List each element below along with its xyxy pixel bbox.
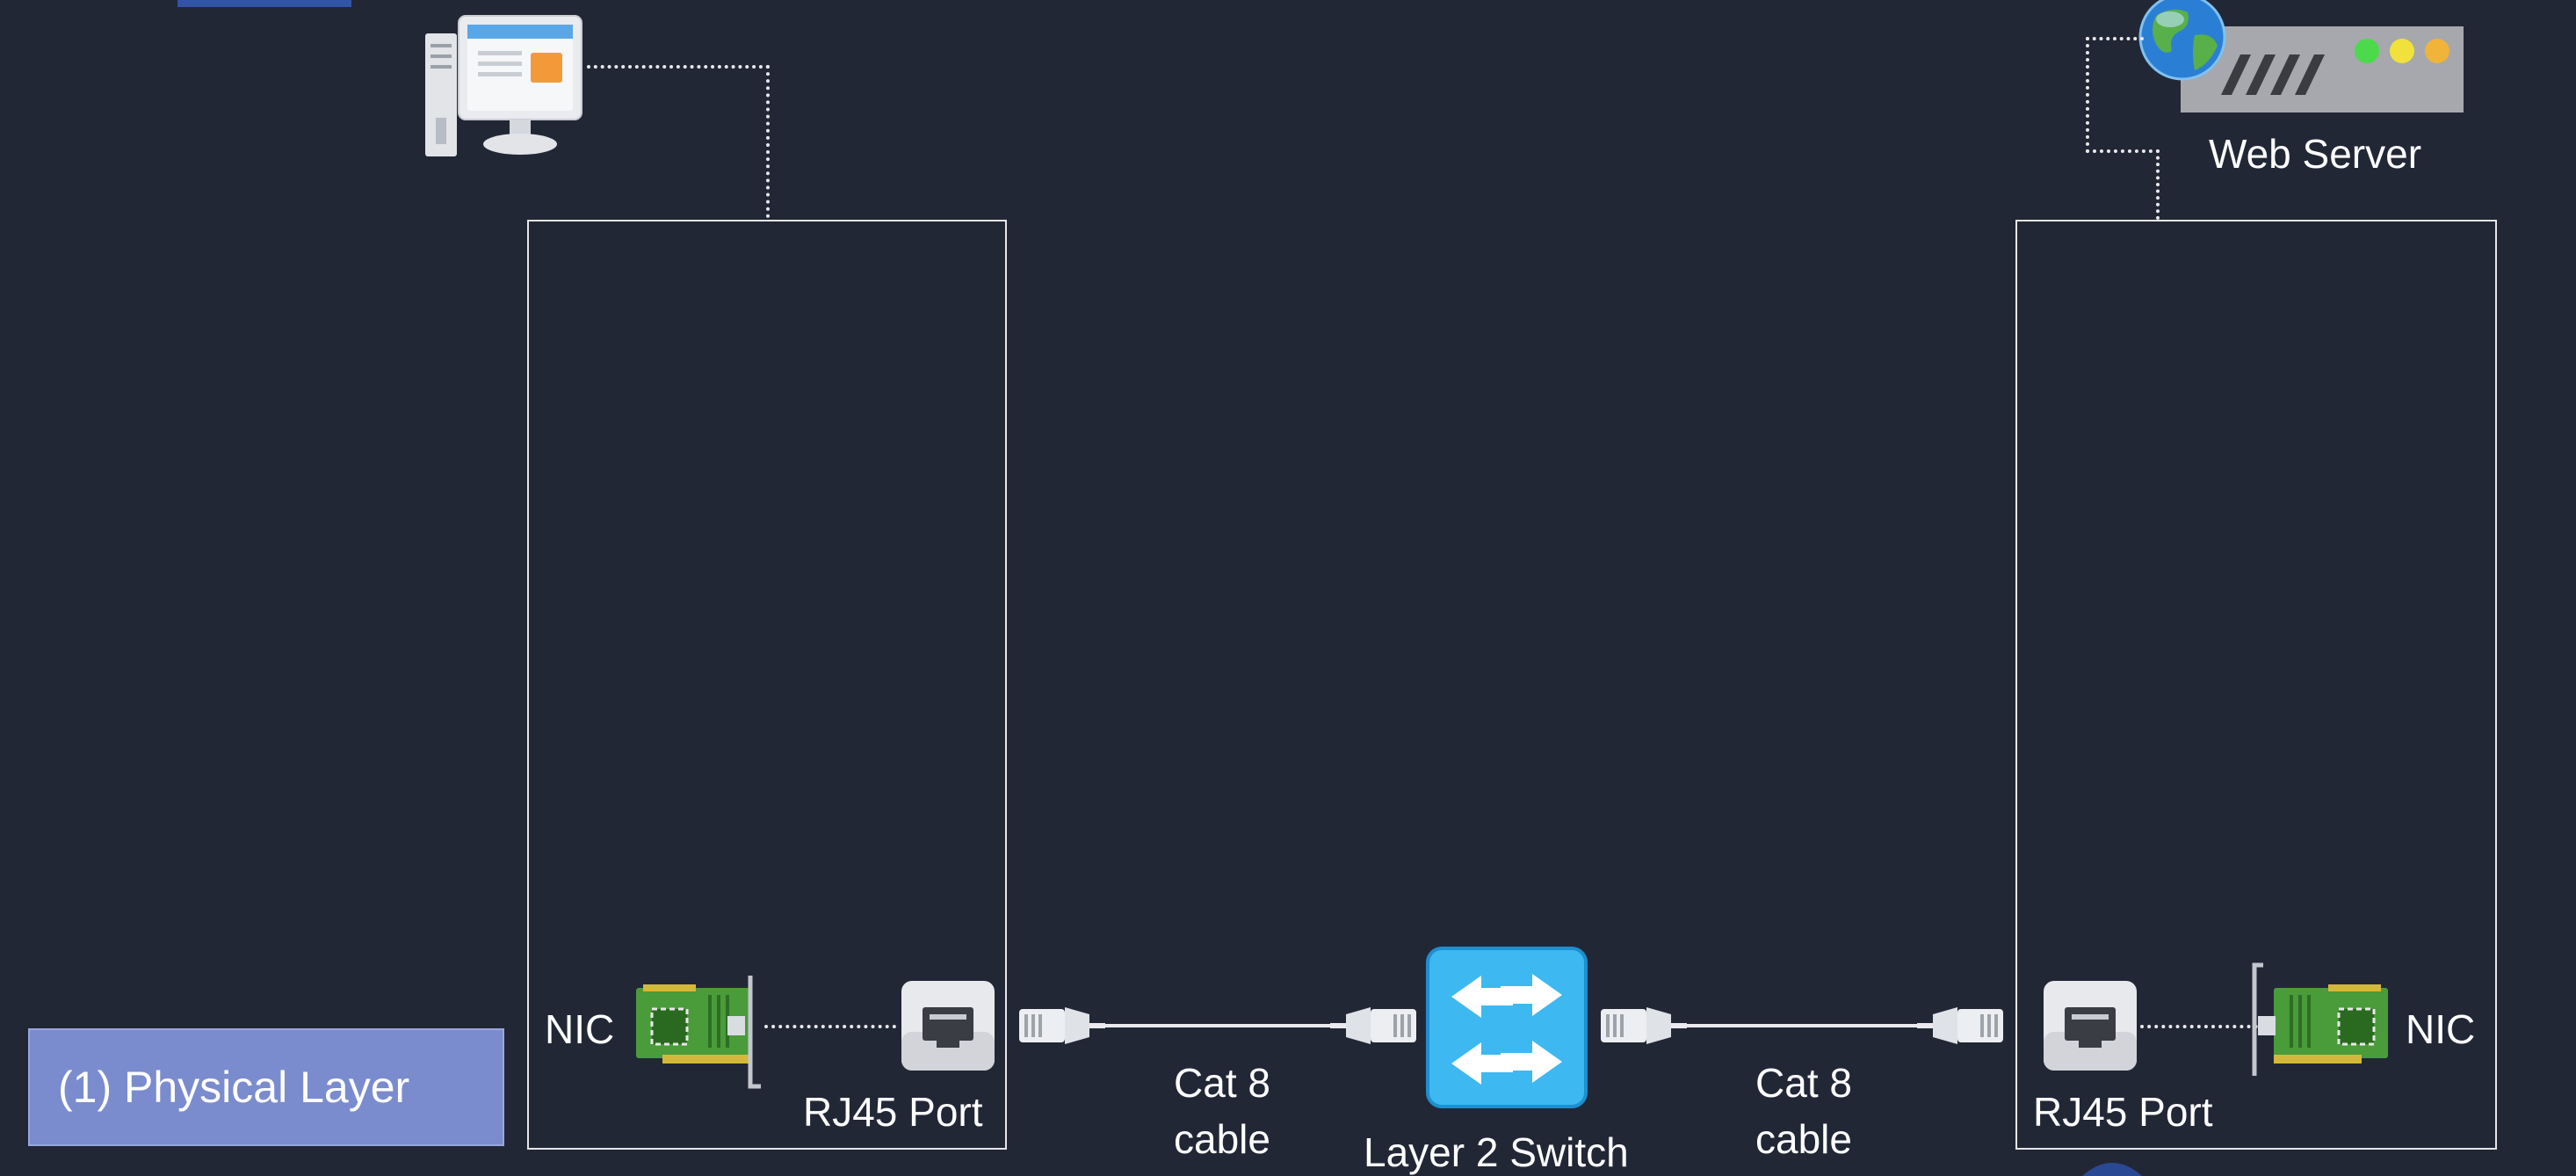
- desktop-computer-icon: [425, 15, 582, 156]
- ethernet-plug-icon: [1917, 1007, 2003, 1044]
- left-port-label: RJ45 Port: [803, 1089, 983, 1135]
- right-port-to-nic-link: [2140, 1025, 2272, 1028]
- left-cable-label: Cat 8 cable: [1139, 1055, 1306, 1167]
- left-cable: [1103, 1024, 1330, 1027]
- left-cable-label-line1: Cat 8: [1174, 1060, 1270, 1106]
- rj45-port-icon: [901, 981, 995, 1071]
- computer-link-horizontal: [587, 65, 770, 69]
- physical-layer-button[interactable]: (1) Physical Layer: [28, 1028, 504, 1146]
- server-link-horizontal: [2086, 149, 2160, 153]
- physical-layer-button-label: (1) Physical Layer: [58, 1063, 410, 1112]
- nic-card-icon: [2252, 962, 2388, 1076]
- globe-icon: [2138, 0, 2226, 81]
- left-host-box: [527, 220, 1007, 1150]
- watermark-logo-icon: [2082, 1163, 2142, 1176]
- tab-indicator: [177, 0, 351, 7]
- left-cable-label-line2: cable: [1174, 1116, 1270, 1162]
- left-nic-label: NIC: [545, 1006, 615, 1052]
- right-cable: [1685, 1024, 1919, 1027]
- right-host-box: [2015, 220, 2497, 1150]
- network-switch-icon: [1426, 947, 1588, 1108]
- right-cable-label-line2: cable: [1755, 1116, 1852, 1162]
- ethernet-plug-icon: [1330, 1007, 1416, 1044]
- ethernet-plug-icon: [1019, 1007, 1105, 1044]
- server-link-vertical-top: [2086, 37, 2089, 153]
- server-link-horizontal-top: [2086, 37, 2144, 40]
- switch-label: Layer 2 Switch: [1364, 1129, 1629, 1175]
- rj45-port-icon: [2044, 981, 2137, 1071]
- ethernet-plug-icon: [1601, 1007, 1687, 1044]
- web-server-label: Web Server: [2209, 131, 2422, 177]
- right-port-label: RJ45 Port: [2033, 1089, 2213, 1135]
- right-nic-label: NIC: [2406, 1006, 2476, 1052]
- web-server-icon: [2138, 0, 2464, 113]
- nic-card-icon: [636, 976, 761, 1089]
- left-nic-to-port-link: [764, 1025, 896, 1028]
- server-link-vertical: [2156, 149, 2160, 220]
- right-cable-label: Cat 8 cable: [1720, 1055, 1887, 1167]
- right-cable-label-line1: Cat 8: [1755, 1060, 1852, 1106]
- computer-link-vertical: [766, 65, 770, 218]
